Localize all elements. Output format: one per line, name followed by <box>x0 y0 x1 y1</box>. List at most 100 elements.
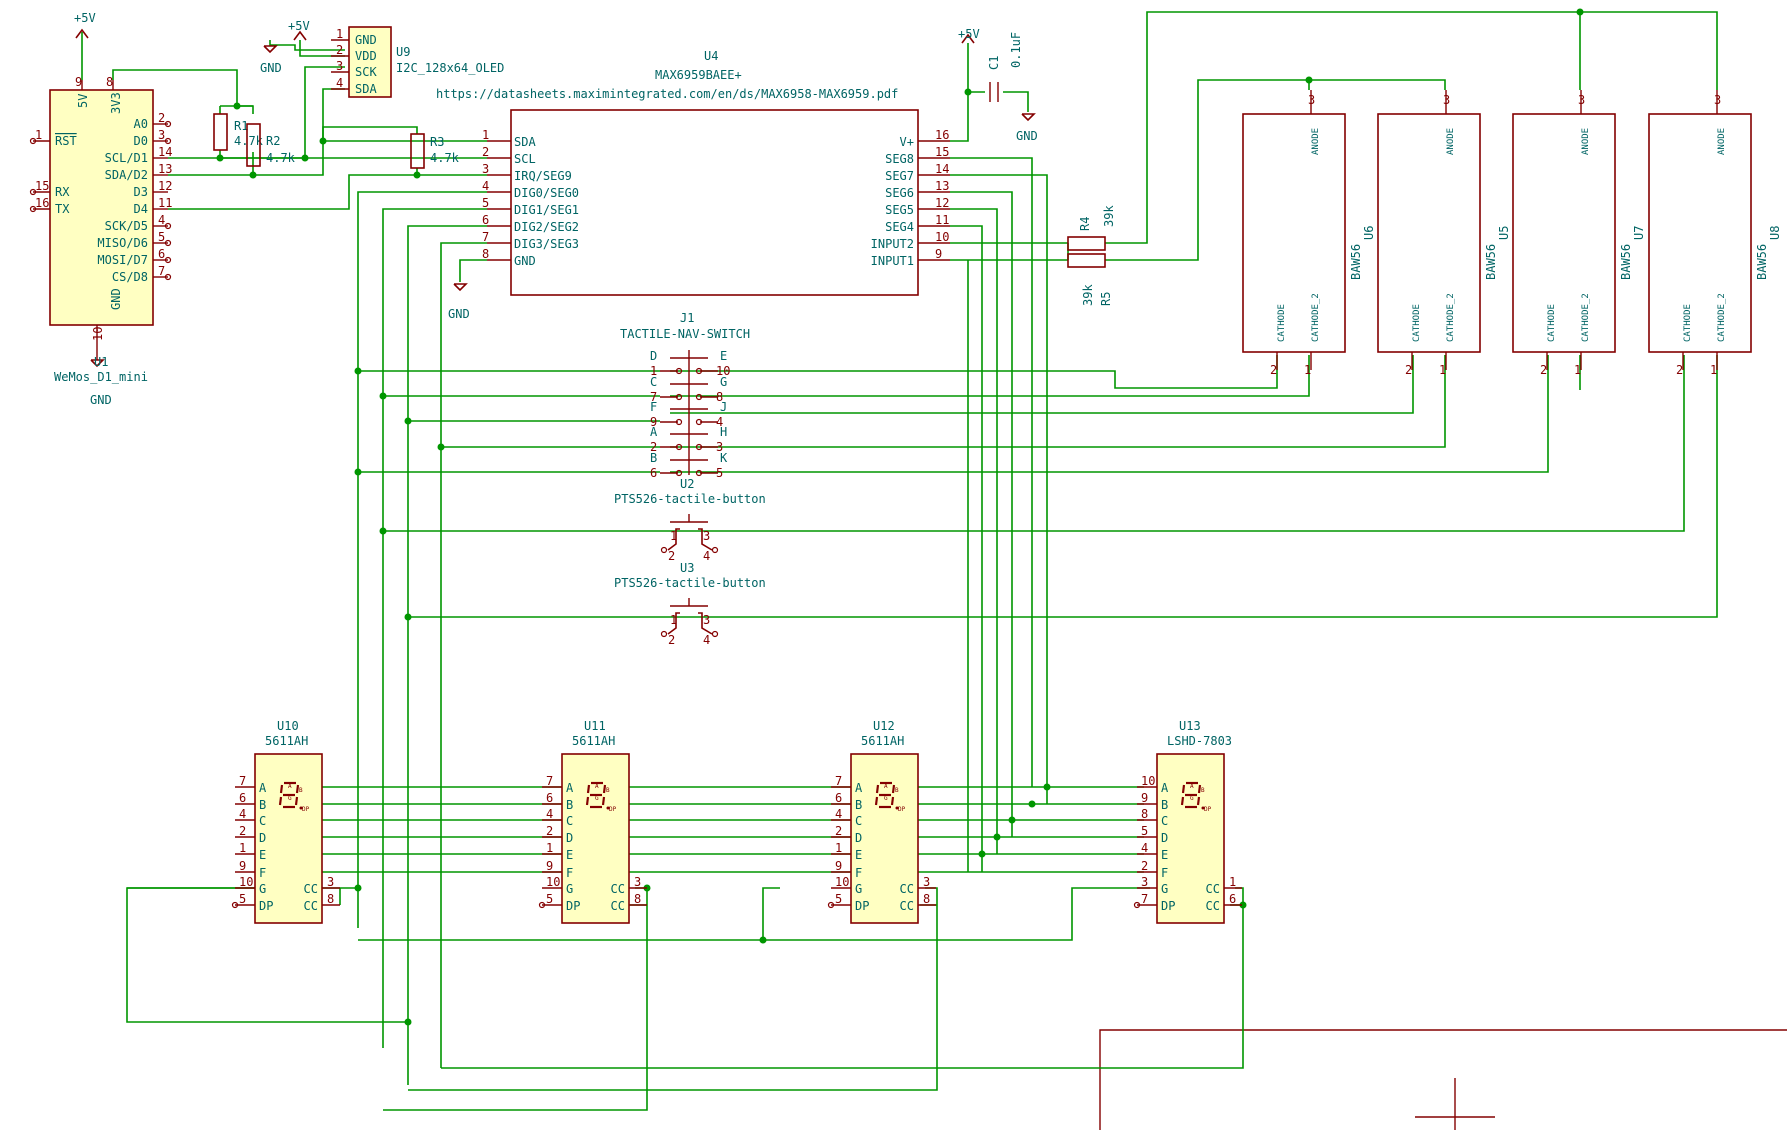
button-pin-num: 2 <box>668 633 675 647</box>
j1-pin-letter: F <box>650 400 657 414</box>
j1-contact <box>675 393 683 401</box>
display-pin-num: 9 <box>835 859 842 873</box>
display-pin-num: 4 <box>835 807 842 821</box>
button-ref: U3 <box>680 561 694 575</box>
display-pin-name: DP <box>566 899 580 913</box>
j1-pin-letter: C <box>650 375 657 389</box>
segment-stroke <box>278 796 283 806</box>
display-cc-num: 8 <box>327 892 334 906</box>
diode-body <box>1512 113 1616 353</box>
segment-dp <box>1201 806 1205 810</box>
u4-datasheet: https://datasheets.maximintegrated.com/e… <box>436 87 898 101</box>
display-pin-num: 5 <box>546 892 553 906</box>
u1-nc-marker <box>164 239 172 247</box>
u1-pin-num: 4 <box>158 213 165 227</box>
display-pin-name: F <box>855 866 862 880</box>
u1-nc-marker <box>164 137 172 145</box>
display-pin-name: D <box>1161 831 1168 845</box>
diode-pin-num: 2 <box>1270 363 1277 377</box>
diode-pin-num: 1 <box>1439 363 1446 377</box>
u4-pin-name: DIG2/SEG2 <box>514 220 579 234</box>
u1-pin-name: RST <box>55 134 77 148</box>
display-pin-num: 9 <box>546 859 553 873</box>
diode-pin-num: 3 <box>1308 93 1315 107</box>
diode-cathode-label: CATHODE <box>1683 304 1693 342</box>
u4-pin-name: INPUT2 <box>871 237 914 251</box>
label-5v-3: +5V <box>958 27 980 41</box>
display-pin-num: 4 <box>1141 841 1148 855</box>
display-pin-name: A <box>1161 781 1169 795</box>
power-gnd-u4: GND <box>448 283 470 321</box>
display-pin-name: A <box>855 781 863 795</box>
u4-max6959: U4 MAX6959BAEE+ https://datasheets.maxim… <box>436 49 950 296</box>
u1-nc-marker <box>164 222 172 230</box>
j1-pin-num: 8 <box>716 390 723 404</box>
display-nc-marker <box>827 901 835 909</box>
display-pin-num: 9 <box>1141 791 1148 805</box>
u4-pin-name: SEG5 <box>885 203 914 217</box>
button-contact <box>660 630 668 638</box>
u4-pin-num: 2 <box>482 145 489 159</box>
diode-anode-label: ANODE <box>1581 128 1591 155</box>
u1-pin-num: 13 <box>158 162 172 176</box>
display-pin-name: B <box>566 798 573 812</box>
diode-ref: U8 <box>1768 226 1782 240</box>
display-pin-name: E <box>566 848 573 862</box>
button-contact-left <box>667 612 680 635</box>
segment-letter: B <box>299 787 303 794</box>
u4-value: MAX6959BAEE+ <box>655 68 742 82</box>
display-cc-num: 8 <box>634 892 641 906</box>
r3-ref: R3 <box>430 135 444 149</box>
display-pin-name: G <box>1161 882 1168 896</box>
button-pin-num: 1 <box>670 613 677 627</box>
u4-pin-name: DIG3/SEG3 <box>514 237 579 251</box>
u4-pin-num: 5 <box>482 196 489 210</box>
power-5v-c1: +5V <box>958 27 980 44</box>
segment-letter: B <box>895 787 899 794</box>
segment-dp <box>606 806 610 810</box>
display-pin-num: 1 <box>546 841 553 855</box>
display-pin-name: C <box>566 814 573 828</box>
display-pin-num: 2 <box>239 824 246 838</box>
button-pin-num: 1 <box>670 529 677 543</box>
u1-pin-num: 6 <box>158 247 165 261</box>
u1-nc-marker <box>164 256 172 264</box>
u1-pin-num: 2 <box>158 111 165 125</box>
u1-nc-marker <box>29 188 37 196</box>
segment-letter: A <box>595 783 599 790</box>
segment-dp <box>895 806 899 810</box>
diode-anode-label: ANODE <box>1446 128 1456 155</box>
display-pin-name: A <box>259 781 267 795</box>
display-pin-num: 5 <box>1141 824 1148 838</box>
j1-ref: J1 <box>680 311 694 325</box>
u1-ref: U1 <box>94 355 108 369</box>
display-ref: U12 <box>873 719 895 733</box>
button-contact-right <box>698 528 713 551</box>
segment-stroke <box>891 784 896 794</box>
button-pin-num: 2 <box>668 549 675 563</box>
label-5v-1: +5V <box>74 11 96 25</box>
u4-pin-num: 7 <box>482 230 489 244</box>
j1-pin-num: 5 <box>716 466 723 480</box>
u1-pin-num: 15 <box>35 179 49 193</box>
segment-stroke <box>1181 784 1186 794</box>
button-contact <box>711 630 719 638</box>
r2-ref: R2 <box>266 134 280 148</box>
u4-pin-name: SEG6 <box>885 186 914 200</box>
diode-ref: U6 <box>1362 226 1376 240</box>
button-pin-num: 4 <box>703 633 710 647</box>
segment-stroke <box>279 784 284 794</box>
segment-letter: A <box>288 783 292 790</box>
segment-stroke <box>294 796 299 806</box>
r4-value: 39k <box>1102 205 1116 227</box>
display-pin-num: 4 <box>546 807 553 821</box>
diode-pin-num: 3 <box>1714 93 1721 107</box>
resistor-r5: 39k R5 <box>1067 253 1113 306</box>
display-pin-name: E <box>1161 848 1168 862</box>
u1-pin-name: A0 <box>134 117 148 131</box>
